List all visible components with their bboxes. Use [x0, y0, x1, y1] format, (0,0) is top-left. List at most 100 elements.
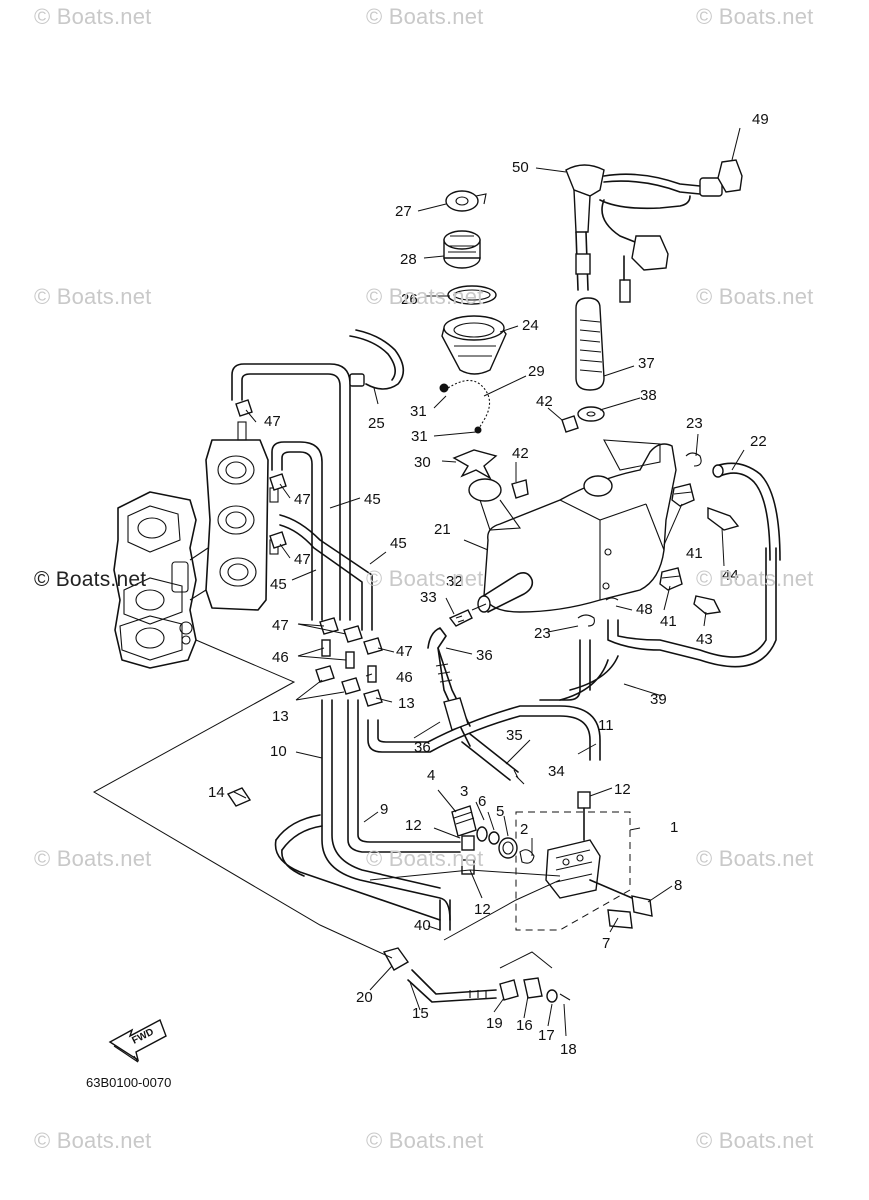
callout-13b: 13 — [272, 708, 289, 725]
callout-15: 15 — [412, 1005, 429, 1022]
watermark: © Boats.net — [34, 284, 152, 309]
callout-43: 43 — [696, 631, 713, 648]
callout-42b: 42 — [512, 445, 529, 462]
chain-29-plate-30 — [439, 379, 498, 480]
callout-13a: 13 — [398, 695, 415, 712]
callout-17: 17 — [538, 1027, 555, 1044]
callout-38: 38 — [640, 387, 657, 404]
callout-32: 32 — [446, 573, 463, 590]
callout-20: 20 — [356, 989, 373, 1006]
fuel-tank-21 — [468, 439, 677, 613]
callout-9: 9 — [380, 801, 388, 818]
callout-49: 49 — [752, 111, 769, 128]
level-sender-assembly — [565, 159, 743, 422]
callout-29: 29 — [528, 363, 545, 380]
callout-2: 2 — [520, 821, 528, 838]
callout-11: 11 — [598, 717, 614, 734]
grommets-bolts — [511, 415, 740, 615]
carburetor-stack — [205, 421, 279, 611]
callout-25: 25 — [368, 415, 385, 432]
callout-27: 27 — [395, 203, 412, 220]
watermark: © Boats.net — [696, 846, 814, 871]
callout-44: 44 — [722, 567, 739, 584]
fuel-hose-45 — [231, 363, 373, 631]
filler-cap-assembly — [441, 190, 507, 375]
callout-28: 28 — [400, 251, 417, 268]
watermark: © Boats.net — [34, 846, 152, 871]
callout-23b: 23 — [534, 625, 551, 642]
callout-22: 22 — [750, 433, 767, 450]
callout-31a: 31 — [410, 403, 427, 420]
callout-leaders — [233, 127, 745, 1037]
lead-lines — [92, 639, 561, 969]
watermark: © Boats.net — [696, 4, 814, 29]
callout-42a: 42 — [536, 393, 553, 410]
fuel-hose-11-35-39 — [367, 547, 777, 781]
callout-7: 7 — [602, 935, 610, 952]
callout-47e: 47 — [396, 643, 413, 660]
watermark: © Boats.net — [366, 846, 484, 871]
callout-4: 4 — [427, 767, 435, 784]
strap-25 — [349, 329, 405, 390]
callout-18: 18 — [560, 1041, 577, 1058]
callout-1: 1 — [670, 819, 678, 836]
fuel-pump-assembly-1 — [515, 791, 653, 931]
callout-6: 6 — [478, 793, 486, 810]
callout-37: 37 — [638, 355, 655, 372]
callout-46a: 46 — [272, 649, 289, 666]
callout-47d: 47 — [272, 617, 289, 634]
callout-31b: 31 — [411, 428, 428, 445]
callout-45b: 45 — [390, 535, 407, 552]
watermark: © Boats.net — [34, 4, 152, 29]
callout-12b: 12 — [405, 817, 422, 834]
callout-47b: 47 — [294, 491, 311, 508]
callout-46b: 46 — [396, 669, 413, 686]
callout-36b: 36 — [414, 739, 431, 756]
fwd-arrow — [108, 1019, 167, 1063]
pump-small-parts — [451, 805, 518, 875]
callout-12c: 12 — [474, 901, 491, 918]
callout-5: 5 — [496, 803, 504, 820]
callout-24: 24 — [522, 317, 539, 334]
watermark-overlay: © Boats.net — [34, 568, 147, 591]
pipe-32-fitting-33 — [448, 572, 534, 627]
callout-16: 16 — [516, 1017, 533, 1034]
callout-40: 40 — [414, 917, 431, 934]
callout-19: 19 — [486, 1015, 503, 1032]
callout-34: 34 — [548, 763, 565, 780]
callout-3: 3 — [460, 783, 468, 800]
watermark: © Boats.net — [34, 1128, 152, 1153]
callout-8: 8 — [674, 877, 682, 894]
watermark: © Boats.net — [366, 284, 484, 309]
watermark: © Boats.net — [696, 566, 814, 591]
reference-code: 63B0100-0070 — [86, 1075, 172, 1090]
engine-carburetor-block — [113, 491, 209, 669]
callout-21: 21 — [434, 521, 451, 538]
callout-12a: 12 — [614, 781, 631, 798]
fuel-hose-10-9 — [274, 699, 461, 931]
callout-41a: 41 — [686, 545, 703, 562]
callout-23a: 23 — [686, 415, 703, 432]
callout-45a: 45 — [364, 491, 381, 508]
callout-35: 35 — [506, 727, 523, 744]
callout-26: 26 — [401, 291, 418, 308]
callout-39: 39 — [650, 691, 667, 708]
callout-14: 14 — [208, 784, 225, 801]
watermark: © Boats.net — [696, 284, 814, 309]
callout-47a: 47 — [264, 413, 281, 430]
callout-47c: 47 — [294, 551, 311, 568]
callout-36a: 36 — [476, 647, 493, 664]
watermark: © Boats.net — [696, 1128, 814, 1153]
watermark: © Boats.net — [366, 1128, 484, 1153]
callout-48: 48 — [636, 601, 653, 618]
callout-numbers: 1 2 3 4 5 6 7 8 9 10 11 12 12 12 13 13 1… — [208, 111, 769, 1058]
callout-45c: 45 — [270, 576, 287, 593]
hose-22 — [712, 462, 781, 561]
callout-33: 33 — [420, 589, 437, 606]
pipe-36 — [427, 627, 471, 747]
watermark: © Boats.net — [366, 566, 484, 591]
callout-41b: 41 — [660, 613, 677, 630]
bottom-hose-fittings — [382, 947, 571, 1003]
